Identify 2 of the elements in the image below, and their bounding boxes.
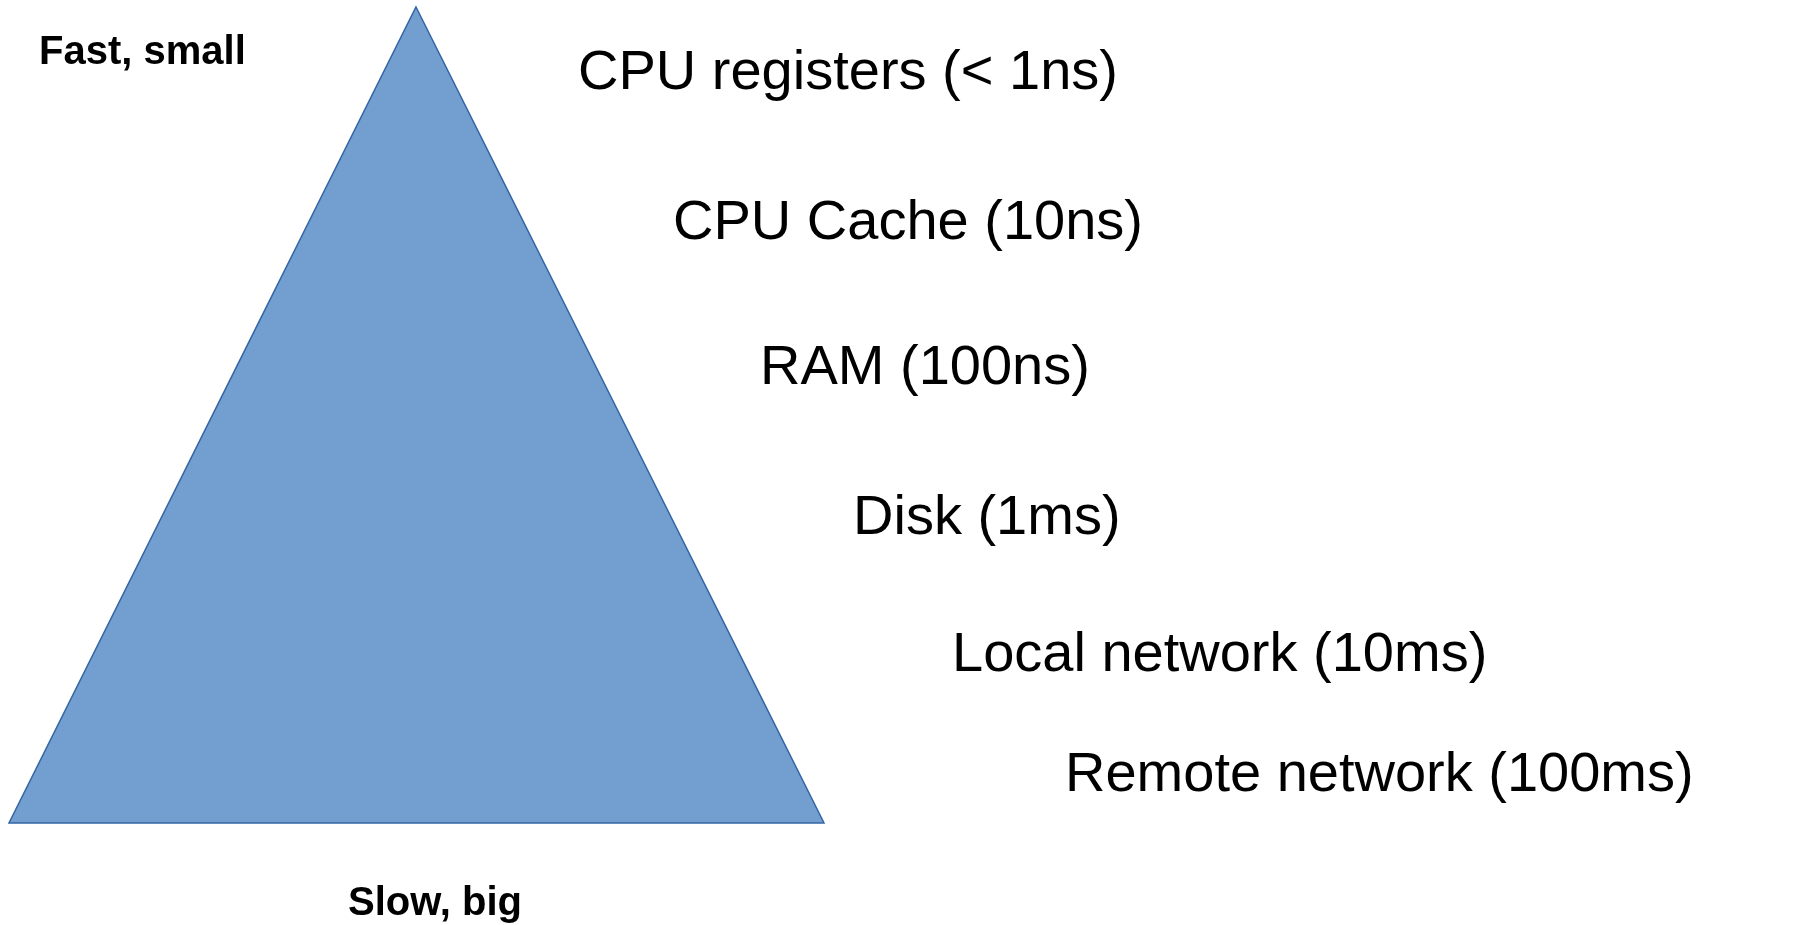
axis-caption: Fast, small bbox=[39, 30, 246, 70]
axis-caption: Slow, big bbox=[347, 881, 523, 921]
